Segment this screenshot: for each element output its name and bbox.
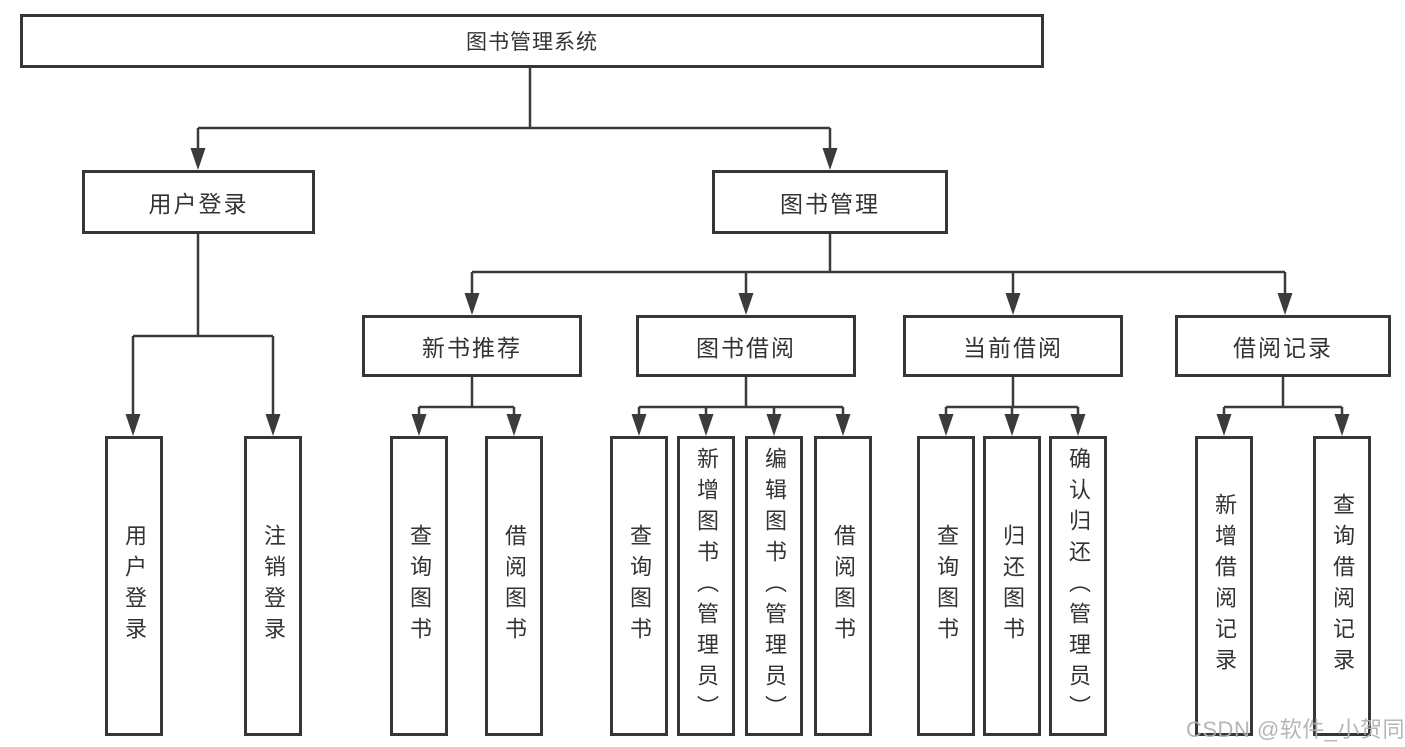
leaf-query-borrow-record: 查询借阅记录 bbox=[1313, 436, 1371, 736]
arrow-down-icon bbox=[1216, 414, 1232, 436]
leaf-query-books-recommend: 查询图书 bbox=[390, 436, 448, 736]
arrow-down-icon bbox=[738, 293, 754, 315]
node-new-book-recommend: 新书推荐 bbox=[362, 315, 582, 377]
connector-current-borrow-children bbox=[938, 377, 1086, 436]
arrow-down-icon bbox=[125, 414, 141, 436]
connector-book-borrow-children bbox=[631, 377, 851, 436]
arrow-down-icon bbox=[190, 148, 206, 170]
connector-new-book-rec-children bbox=[411, 377, 522, 436]
leaf-confirm-return-admin: 确认归还（管理员） bbox=[1049, 436, 1107, 736]
node-current-borrow: 当前借阅 bbox=[903, 315, 1123, 377]
arrow-down-icon bbox=[411, 414, 427, 436]
arrow-down-icon bbox=[1004, 414, 1020, 436]
leaf-edit-books-admin: 编辑图书（管理员） bbox=[745, 436, 803, 736]
arrow-down-icon bbox=[698, 414, 714, 436]
arrow-down-icon bbox=[631, 414, 647, 436]
leaf-add-books-admin: 新增图书（管理员） bbox=[677, 436, 735, 736]
arrow-down-icon bbox=[1070, 414, 1086, 436]
leaf-return-books: 归还图书 bbox=[983, 436, 1041, 736]
node-library-management-system: 图书管理系统 bbox=[20, 14, 1044, 68]
leaf-user-login: 用户登录 bbox=[105, 436, 163, 736]
arrow-down-icon bbox=[1277, 293, 1293, 315]
leaf-logout: 注销登录 bbox=[244, 436, 302, 736]
connector-book-mgmt-children bbox=[464, 234, 1293, 315]
node-borrow-records: 借阅记录 bbox=[1175, 315, 1391, 377]
leaf-borrow-books: 借阅图书 bbox=[814, 436, 872, 736]
connector-user-login-children bbox=[125, 234, 281, 436]
arrow-down-icon bbox=[822, 148, 838, 170]
node-book-management: 图书管理 bbox=[712, 170, 948, 234]
leaf-query-books-current: 查询图书 bbox=[917, 436, 975, 736]
arrow-down-icon bbox=[464, 293, 480, 315]
arrow-down-icon bbox=[265, 414, 281, 436]
arrow-down-icon bbox=[1005, 293, 1021, 315]
arrow-down-icon bbox=[835, 414, 851, 436]
leaf-add-borrow-record: 新增借阅记录 bbox=[1195, 436, 1253, 736]
node-user-login: 用户登录 bbox=[82, 170, 315, 234]
arrow-down-icon bbox=[938, 414, 954, 436]
connector-root-to-level1 bbox=[190, 68, 838, 170]
csdn-watermark: CSDN @软件_小贺同学 bbox=[1186, 717, 1405, 742]
arrow-down-icon bbox=[766, 414, 782, 436]
connector-borrow-records-children bbox=[1216, 377, 1350, 436]
arrow-down-icon bbox=[506, 414, 522, 436]
node-book-borrow: 图书借阅 bbox=[636, 315, 856, 377]
arrow-down-icon bbox=[1334, 414, 1350, 436]
leaf-borrow-books-recommend: 借阅图书 bbox=[485, 436, 543, 736]
leaf-query-books: 查询图书 bbox=[610, 436, 668, 736]
